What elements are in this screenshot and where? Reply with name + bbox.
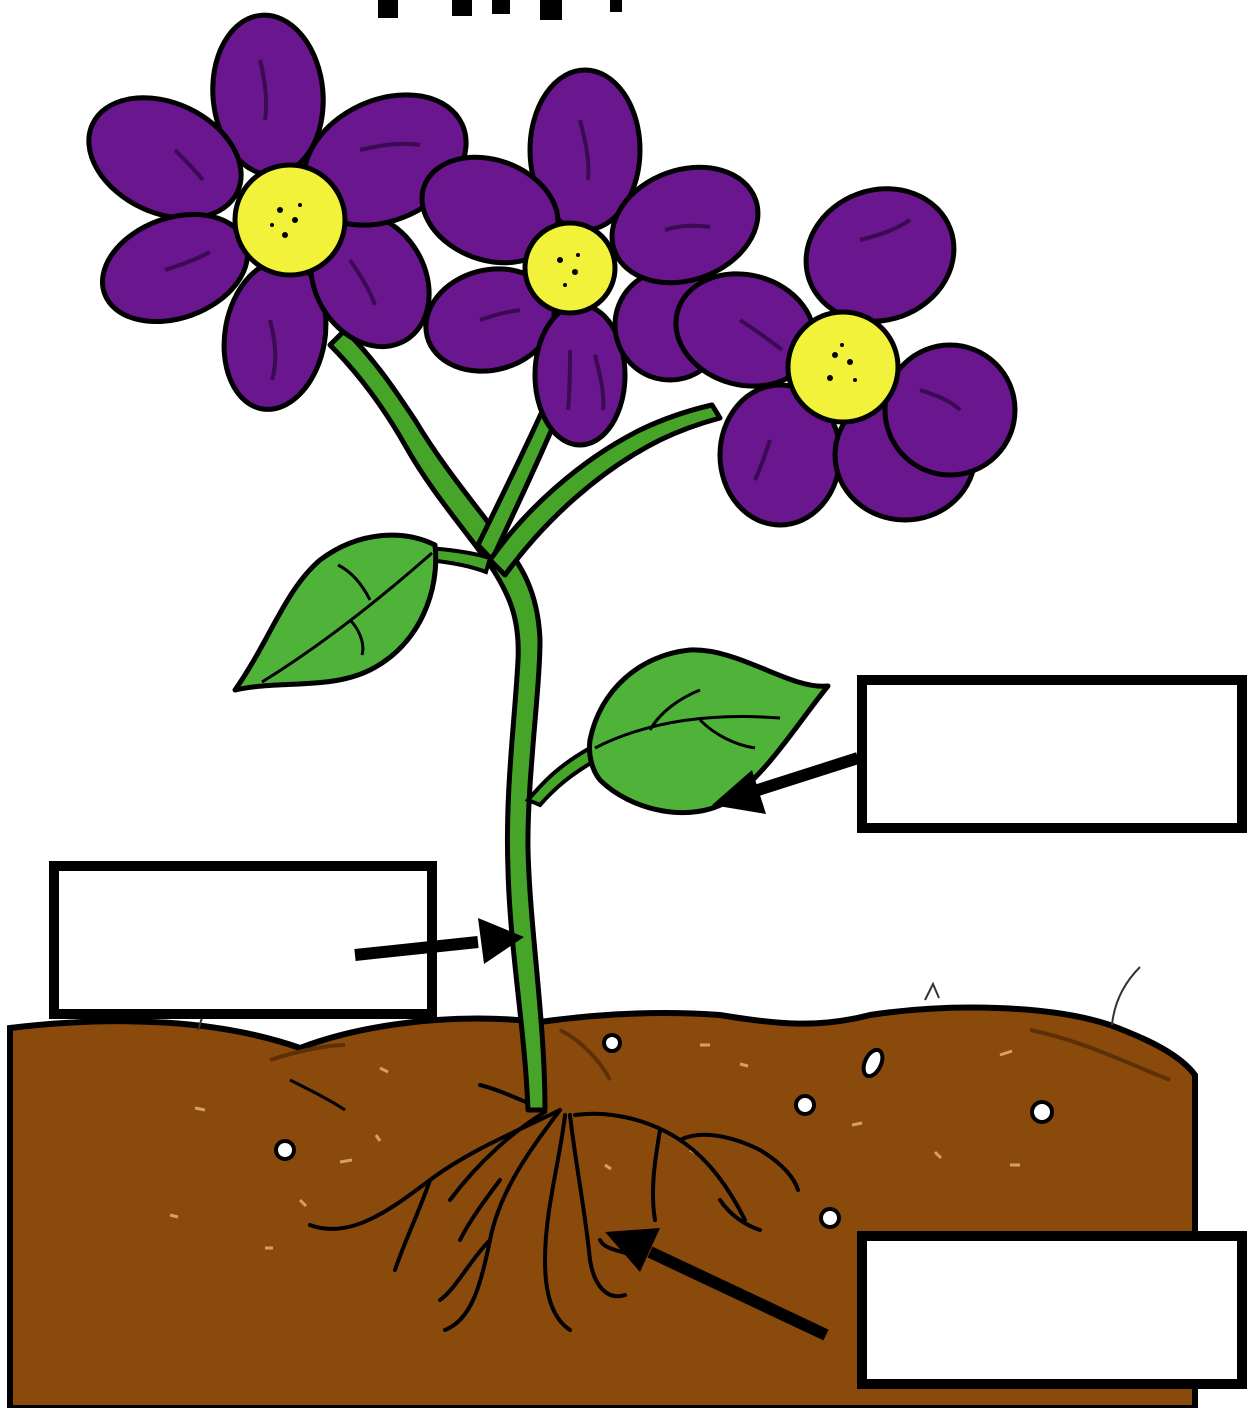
leaf-right xyxy=(589,650,828,813)
label-box-leaf[interactable] xyxy=(862,680,1242,828)
label-box-stem[interactable] xyxy=(54,866,432,1014)
label-box-root[interactable] xyxy=(862,1236,1242,1384)
cropped-title-fragment xyxy=(378,0,622,20)
leaf-upper-left xyxy=(235,535,436,690)
